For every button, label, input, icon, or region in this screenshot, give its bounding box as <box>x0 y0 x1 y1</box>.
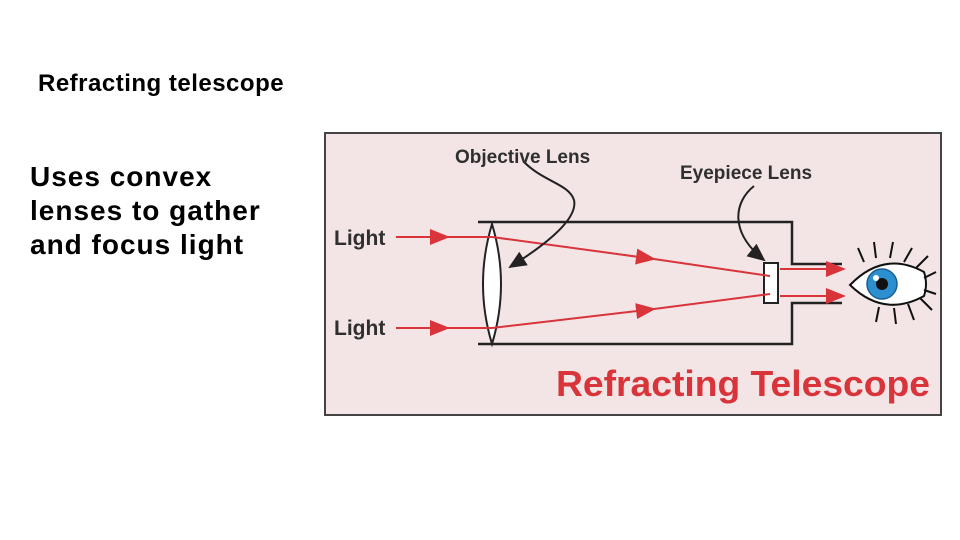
eyepiece-lens-label: Eyepiece Lens <box>680 163 812 184</box>
slide-body-text: Uses convex lenses to gather and focus l… <box>30 160 330 262</box>
objective-lens-shape <box>482 220 502 348</box>
body-line: Uses convex <box>30 161 213 192</box>
eyepiece-pointer <box>737 185 766 262</box>
slide-title: Refracting telescope <box>38 70 285 97</box>
body-line: and focus light <box>30 229 245 260</box>
body-line: lenses to gather <box>30 195 261 226</box>
objective-pointer <box>508 161 576 269</box>
light-rays <box>396 229 846 336</box>
telescope-diagram-svg: Objective Lens Eyepiece Lens Light Light… <box>324 132 942 416</box>
telescope-tube <box>478 220 842 346</box>
telescope-diagram: Objective Lens Eyepiece Lens Light Light… <box>324 132 942 416</box>
diagram-caption: Refracting Telescope <box>556 363 930 404</box>
light-label-bottom: Light <box>334 317 385 340</box>
eye-icon <box>848 241 937 325</box>
eyepiece-lens-shape <box>763 262 779 304</box>
objective-lens-label: Objective Lens <box>455 147 590 168</box>
light-label-top: Light <box>334 227 385 250</box>
